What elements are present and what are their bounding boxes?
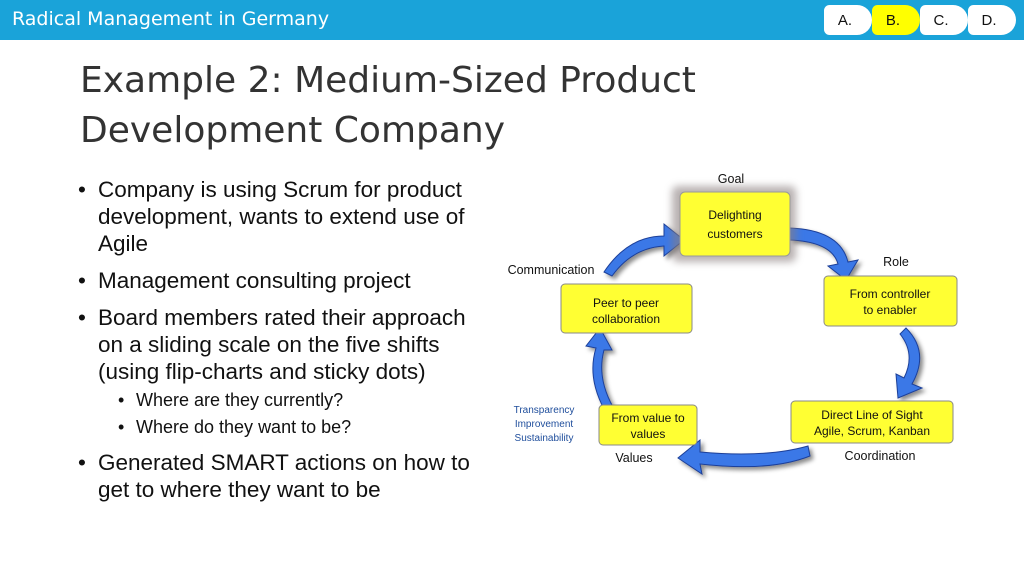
role-box-line-1: From controller — [850, 287, 931, 301]
slide-title-line-2: Development Company — [80, 110, 506, 151]
sub-bullet-list: Where are they currently? Where do they … — [76, 387, 496, 441]
sub-bullet-current: Where are they currently? — [114, 387, 496, 414]
nav-tab-d[interactable]: D. — [968, 5, 1016, 35]
goal-box-line-1: Delighting — [708, 208, 761, 222]
label-coordination: Coordination — [845, 449, 916, 463]
values-box-line-2: values — [631, 427, 666, 441]
arrow-goal-to-role — [789, 227, 860, 281]
coordination-box-line-2: Agile, Scrum, Kanban — [814, 424, 930, 438]
goal-box — [679, 191, 791, 257]
nav-tab-a[interactable]: A. — [824, 5, 872, 35]
label-role: Role — [883, 255, 909, 269]
values-box-line-1: From value to — [611, 411, 685, 425]
arrow-role-to-coordination — [895, 327, 924, 399]
note-transparency: Transparency — [514, 405, 575, 416]
values-box — [598, 404, 698, 446]
role-box — [823, 275, 958, 327]
communication-box — [560, 283, 693, 334]
bullet-consulting: Management consulting project — [76, 267, 496, 294]
slide-title-line-1: Example 2: Medium-Sized Product — [80, 60, 696, 101]
coordination-box — [790, 400, 954, 444]
nav-tab-b[interactable]: B. — [872, 5, 920, 35]
bullet-smart-actions: Generated SMART actions on how to get to… — [76, 449, 496, 503]
label-goal: Goal — [718, 172, 744, 186]
slide-title: Example 2: Medium-Sized Product Developm… — [80, 56, 780, 156]
bullet-board-rating: Board members rated their approach on a … — [76, 304, 496, 385]
bullet-scrum: Company is using Scrum for product devel… — [76, 176, 496, 257]
presentation-title: Radical Management in Germany — [12, 8, 330, 30]
communication-box-line-1: Peer to peer — [593, 296, 659, 310]
label-values: Values — [615, 451, 652, 465]
bullet-list: Company is using Scrum for product devel… — [76, 176, 496, 513]
arrow-values-to-communication — [585, 327, 617, 417]
arrow-coordination-to-values — [677, 438, 811, 476]
header-bar: Radical Management in Germany A. B. C. D… — [0, 0, 1024, 40]
note-improvement: Improvement — [515, 419, 574, 430]
role-box-line-2: to enabler — [863, 303, 916, 317]
nav-tab-c[interactable]: C. — [920, 5, 968, 35]
label-communication: Communication — [508, 263, 595, 277]
note-sustainability: Sustainability — [515, 433, 574, 444]
communication-box-line-2: collaboration — [592, 312, 660, 326]
sub-bullet-target: Where do they want to be? — [114, 414, 496, 441]
coordination-box-line-1: Direct Line of Sight — [821, 408, 923, 422]
goal-box-line-2: customers — [707, 227, 762, 241]
